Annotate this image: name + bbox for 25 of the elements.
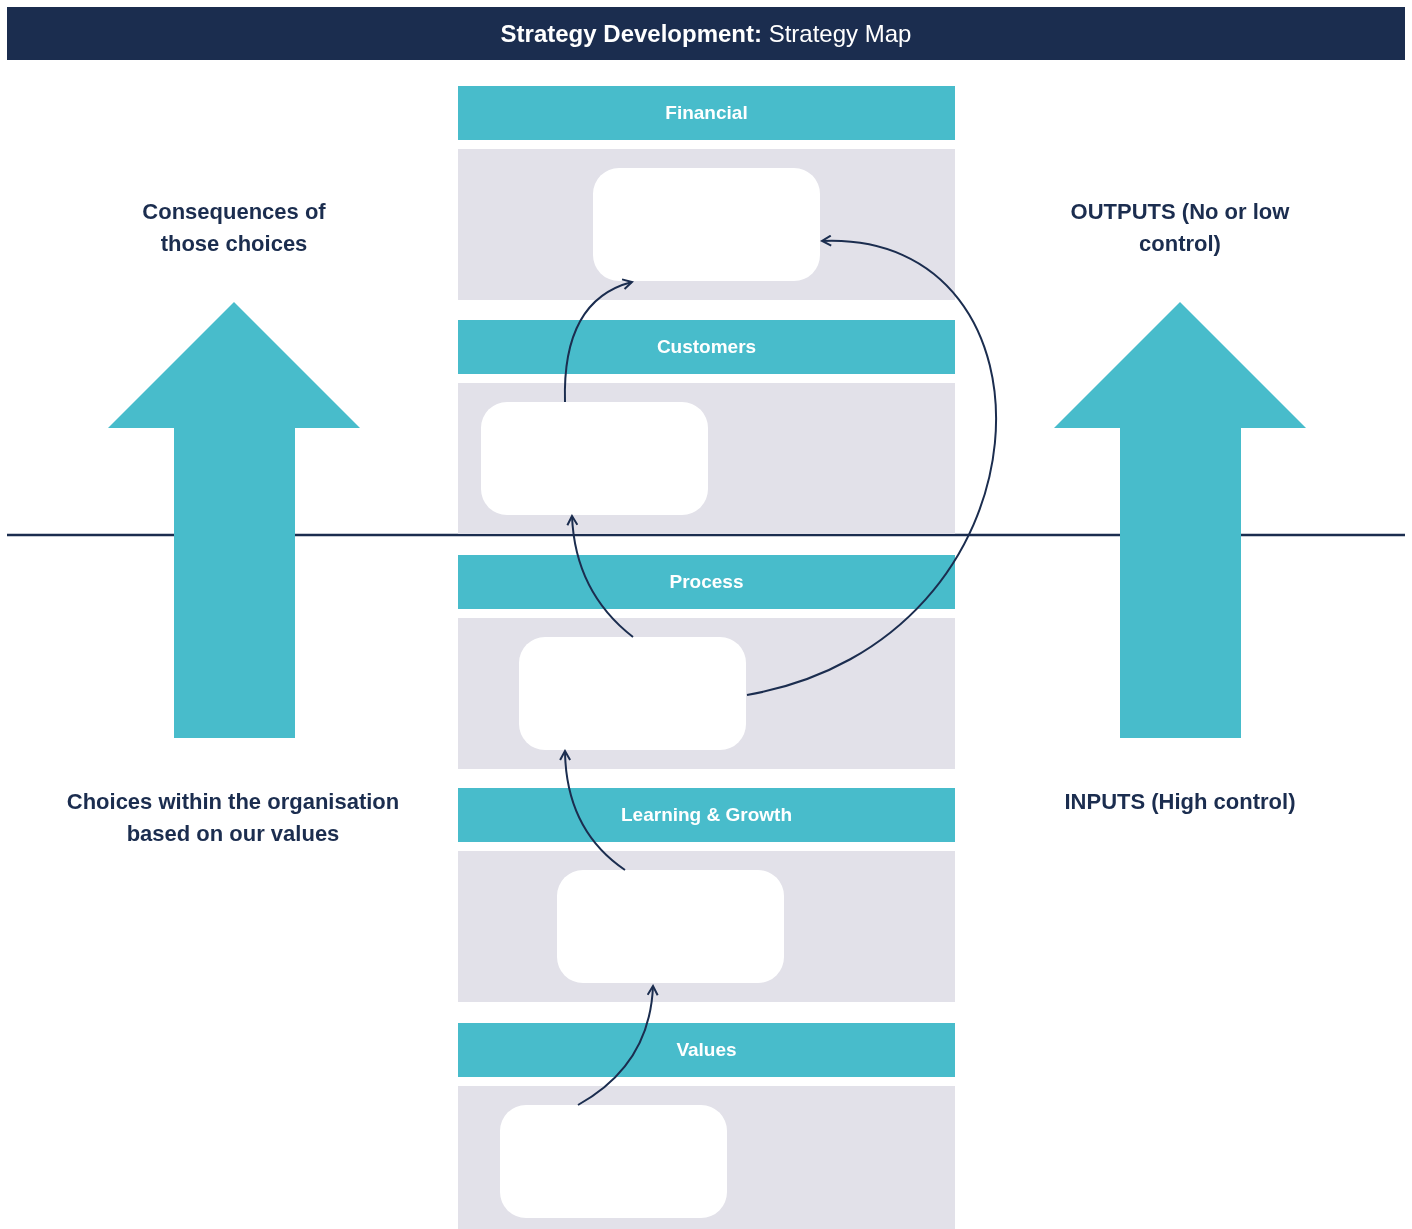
section-header: Process <box>458 555 955 609</box>
perspective-section <box>458 86 955 300</box>
note-text: OUTPUTS (No or low control) <box>1069 198 1291 258</box>
empty-box <box>519 637 746 750</box>
empty-box <box>481 402 708 515</box>
section-header: Learning & Growth <box>458 788 955 842</box>
perspective-section <box>458 1023 955 1229</box>
arrow <box>559 750 626 871</box>
section-header: Values <box>458 1023 955 1077</box>
note-text: INPUTS (High control) <box>1063 788 1297 816</box>
arrow <box>746 235 996 696</box>
arrow <box>566 515 634 638</box>
arrow <box>564 279 633 403</box>
section-header: Customers <box>458 320 955 374</box>
title-bar: Strategy Development: Strategy Map <box>7 7 1405 60</box>
perspective-section <box>458 555 955 769</box>
perspective-section <box>458 320 955 534</box>
note-text: Choices within the organisation based on our values <box>65 788 401 848</box>
note-text: Consequences of those choices <box>141 198 327 258</box>
perspective-section <box>458 788 955 1002</box>
empty-box <box>593 168 820 281</box>
empty-box <box>557 870 784 983</box>
arrow <box>577 985 659 1106</box>
section-header: Financial <box>458 86 955 140</box>
empty-box <box>500 1105 727 1218</box>
